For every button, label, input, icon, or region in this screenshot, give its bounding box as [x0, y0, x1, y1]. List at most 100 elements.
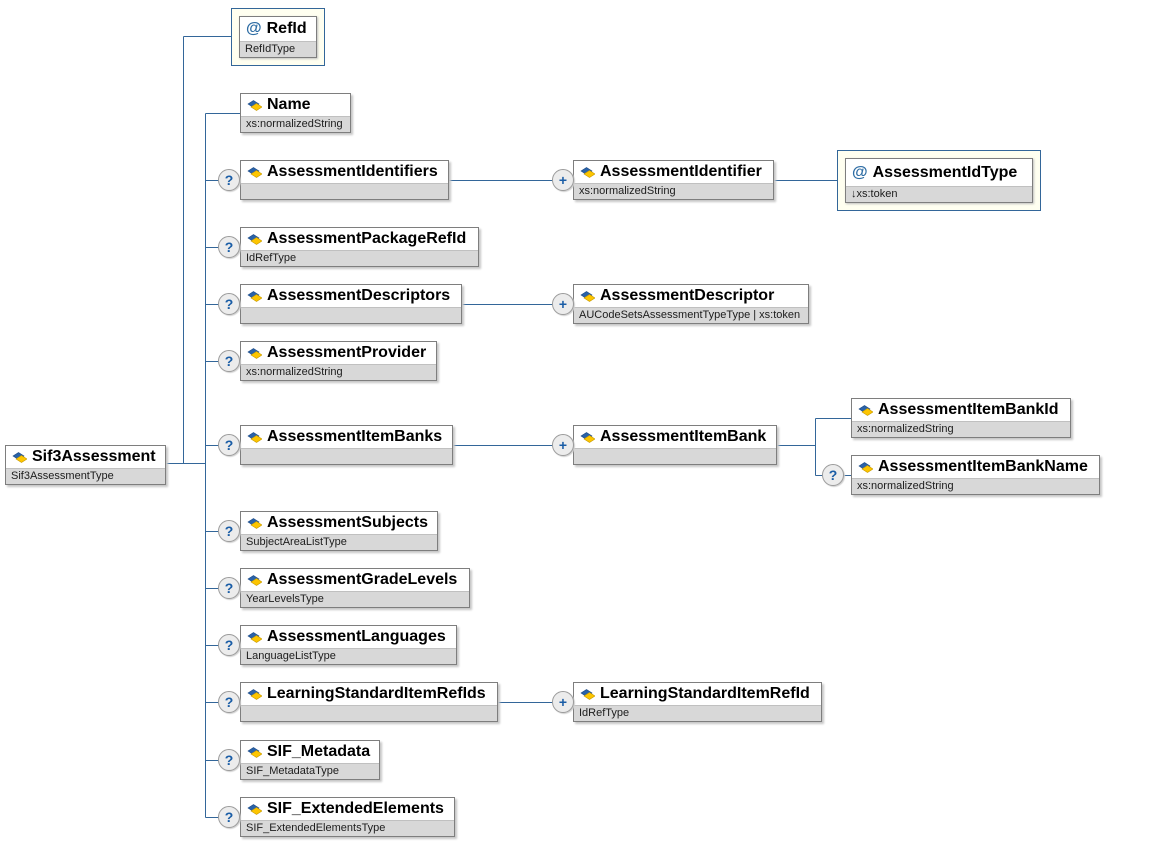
optional-badge[interactable]: ? — [218, 236, 240, 258]
node-type: xs:normalizedString — [852, 421, 1070, 437]
node-assessment-item-bank-id[interactable]: AssessmentItemBankId xs:normalizedString — [851, 398, 1071, 438]
node-type: LanguageListType — [241, 648, 456, 664]
node-title: AssessmentIdentifier — [600, 163, 762, 180]
node-title: AssessmentSubjects — [267, 514, 428, 531]
optional-badge[interactable]: ? — [218, 520, 240, 542]
node-learning-standard-item-refids[interactable]: LearningStandardItemRefIds — [240, 682, 498, 722]
node-type: SIF_ExtendedElementsType — [241, 820, 454, 836]
attribute-icon: @ — [246, 20, 262, 37]
node-type: Sif3AssessmentType — [6, 468, 165, 484]
node-assessment-item-bank-name[interactable]: AssessmentItemBankName xs:normalizedStri… — [851, 455, 1100, 495]
element-icon — [580, 166, 595, 178]
node-title: AssessmentDescriptor — [600, 287, 775, 304]
node-title: LearningStandardItemRefId — [600, 685, 810, 702]
node-title: AssessmentDescriptors — [267, 287, 451, 304]
node-title: SIF_ExtendedElements — [267, 800, 444, 817]
node-type: xs:normalizedString — [241, 364, 436, 380]
node-type — [241, 183, 448, 199]
node-name[interactable]: Name xs:normalizedString — [240, 93, 351, 133]
node-type — [241, 705, 497, 721]
node-type: AUCodeSetsAssessmentTypeType | xs:token — [574, 307, 808, 323]
node-title: RefId — [266, 20, 307, 37]
optional-badge[interactable]: ? — [218, 806, 240, 828]
node-title: AssessmentItemBanks — [267, 428, 443, 445]
node-title: AssessmentLanguages — [267, 628, 446, 645]
element-icon — [247, 574, 262, 586]
node-assessment-identifiers[interactable]: AssessmentIdentifiers — [240, 160, 449, 200]
optional-badge[interactable]: ? — [218, 434, 240, 456]
optional-badge[interactable]: ? — [218, 350, 240, 372]
node-type: xs:normalizedString — [852, 478, 1099, 494]
node-title: Sif3Assessment — [32, 448, 156, 465]
node-type: ↓xs:token — [846, 186, 1032, 202]
node-type: SIF_MetadataType — [241, 763, 379, 779]
element-icon — [580, 431, 595, 443]
optional-badge[interactable]: ? — [822, 464, 844, 486]
element-icon — [247, 166, 262, 178]
optional-badge[interactable]: ? — [218, 691, 240, 713]
node-title: SIF_Metadata — [267, 743, 371, 760]
element-icon — [247, 517, 262, 529]
node-sif3assessment[interactable]: Sif3Assessment Sif3AssessmentType — [5, 445, 166, 485]
node-assessment-item-bank[interactable]: AssessmentItemBank — [573, 425, 777, 465]
node-type — [241, 307, 461, 323]
repeat-badge[interactable]: + — [552, 293, 574, 315]
repeat-badge[interactable]: + — [552, 169, 574, 191]
node-assessment-descriptors[interactable]: AssessmentDescriptors — [240, 284, 462, 324]
node-title: AssessmentIdType — [872, 163, 1018, 181]
optional-badge[interactable]: ? — [218, 634, 240, 656]
node-assessment-subjects[interactable]: AssessmentSubjects SubjectAreaListType — [240, 511, 438, 551]
repeat-badge[interactable]: + — [552, 434, 574, 456]
node-refid-attribute[interactable]: @ RefId RefIdType — [231, 8, 325, 66]
node-title: AssessmentItemBankName — [878, 458, 1088, 475]
element-icon — [247, 746, 262, 758]
element-icon — [858, 404, 873, 416]
node-type: RefIdType — [240, 41, 316, 57]
node-type: xs:normalizedString — [241, 116, 350, 132]
element-icon — [580, 688, 595, 700]
node-title: AssessmentGradeLevels — [267, 571, 458, 588]
node-sif-metadata[interactable]: SIF_Metadata SIF_MetadataType — [240, 740, 380, 780]
node-type — [241, 448, 452, 464]
node-type: SubjectAreaListType — [241, 534, 437, 550]
node-title: AssessmentProvider — [267, 344, 427, 361]
element-icon — [247, 347, 262, 359]
element-icon — [247, 233, 262, 245]
node-type: IdRefType — [241, 250, 478, 266]
node-type: YearLevelsType — [241, 591, 469, 607]
repeat-badge[interactable]: + — [552, 691, 574, 713]
node-assessment-grade-levels[interactable]: AssessmentGradeLevels YearLevelsType — [240, 568, 470, 608]
node-title: LearningStandardItemRefIds — [267, 685, 486, 702]
node-assessment-languages[interactable]: AssessmentLanguages LanguageListType — [240, 625, 457, 665]
node-assessment-item-banks[interactable]: AssessmentItemBanks — [240, 425, 453, 465]
optional-badge[interactable]: ? — [218, 577, 240, 599]
optional-badge[interactable]: ? — [218, 169, 240, 191]
node-title: AssessmentPackageRefId — [267, 230, 467, 247]
node-title: AssessmentItemBank — [600, 428, 767, 445]
element-icon — [247, 688, 262, 700]
node-title: AssessmentItemBankId — [878, 401, 1059, 418]
element-icon — [580, 290, 595, 302]
element-icon — [247, 631, 262, 643]
node-learning-standard-item-refid[interactable]: LearningStandardItemRefId IdRefType — [573, 682, 822, 722]
node-title: AssessmentIdentifiers — [267, 163, 438, 180]
node-sif-extended-elements[interactable]: SIF_ExtendedElements SIF_ExtendedElement… — [240, 797, 455, 837]
node-assessment-provider[interactable]: AssessmentProvider xs:normalizedString — [240, 341, 437, 381]
optional-badge[interactable]: ? — [218, 749, 240, 771]
node-assessment-id-type-attribute[interactable]: @ AssessmentIdType ↓xs:token — [837, 150, 1041, 211]
element-icon — [12, 451, 27, 463]
node-type: IdRefType — [574, 705, 821, 721]
node-type — [574, 448, 776, 464]
element-icon — [247, 431, 262, 443]
element-icon — [247, 803, 262, 815]
element-icon — [247, 290, 262, 302]
node-assessment-descriptor[interactable]: AssessmentDescriptor AUCodeSetsAssessmen… — [573, 284, 809, 324]
optional-badge[interactable]: ? — [218, 293, 240, 315]
element-icon — [858, 461, 873, 473]
node-assessment-package-refid[interactable]: AssessmentPackageRefId IdRefType — [240, 227, 479, 267]
element-icon — [247, 99, 262, 111]
node-title: Name — [267, 96, 311, 113]
node-assessment-identifier[interactable]: AssessmentIdentifier xs:normalizedString — [573, 160, 774, 200]
node-type: xs:normalizedString — [574, 183, 773, 199]
